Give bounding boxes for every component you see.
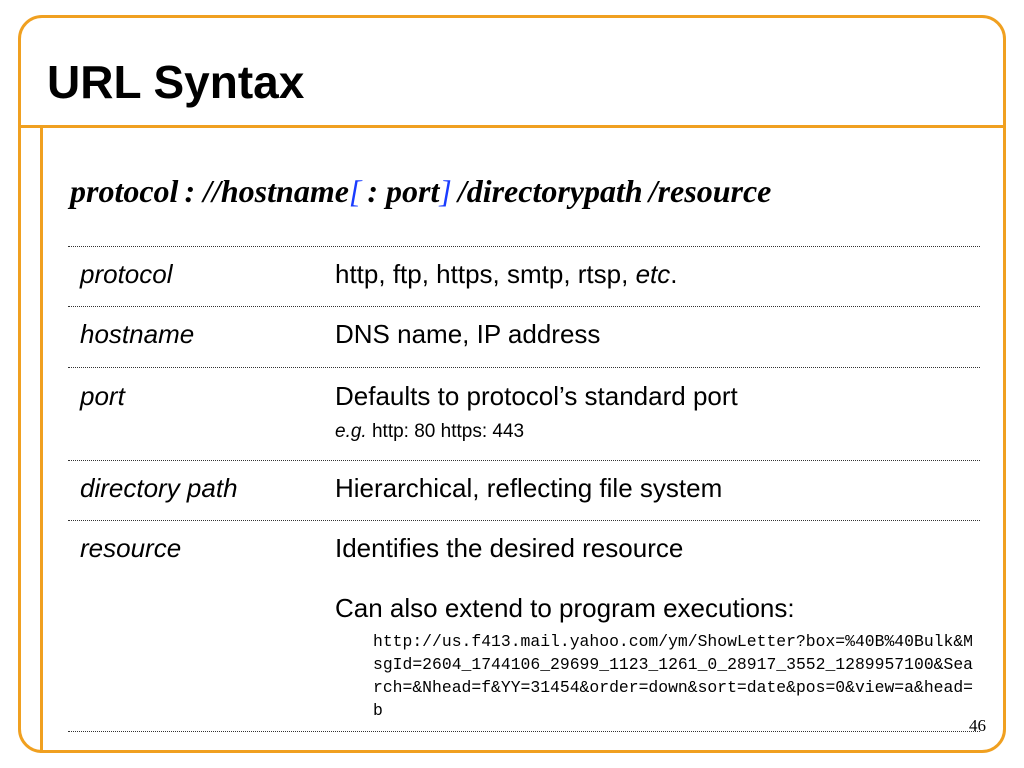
desc-resource-extension: Can also extend to program executions: bbox=[335, 593, 795, 623]
term-protocol: protocol bbox=[80, 259, 173, 289]
term-resource: resource bbox=[80, 533, 182, 563]
syntax-separator: : // bbox=[184, 173, 221, 209]
row-divider bbox=[68, 460, 980, 461]
url-syntax-line: protocol: //hostname[: port]/directorypa… bbox=[70, 170, 771, 212]
syntax-close-bracket: ] bbox=[439, 173, 452, 209]
term-directory-path: directory path bbox=[80, 473, 238, 503]
side-divider bbox=[40, 125, 43, 753]
syntax-directorypath: /directorypath bbox=[457, 173, 643, 209]
row-divider bbox=[68, 367, 980, 368]
title-divider bbox=[18, 125, 1006, 128]
syntax-hostname: hostname bbox=[220, 173, 349, 209]
syntax-open-bracket: [ bbox=[348, 173, 362, 209]
desc-protocol: http, ftp, https, smtp, rtsp, etc. bbox=[335, 258, 677, 290]
row-divider bbox=[68, 246, 980, 247]
syntax-resource: /resource bbox=[648, 173, 772, 209]
slide-frame bbox=[18, 15, 1006, 753]
row-divider bbox=[68, 731, 980, 732]
desc-protocol-etc: etc bbox=[635, 259, 671, 289]
term-port: port bbox=[80, 381, 125, 411]
desc-resource: Identifies the desired resource bbox=[335, 533, 684, 563]
syntax-port: : port bbox=[367, 173, 440, 209]
slide-title: URL Syntax bbox=[47, 56, 305, 108]
desc-protocol-text: http, ftp, https, smtp, rtsp, bbox=[335, 259, 636, 289]
row-divider bbox=[68, 306, 980, 307]
desc-port: Defaults to protocol’s standard port bbox=[335, 381, 738, 411]
row-divider bbox=[68, 520, 980, 521]
desc-protocol-period: . bbox=[670, 259, 678, 289]
desc-hostname: DNS name, IP address bbox=[335, 319, 601, 349]
port-example-text: http: 80 https: 443 bbox=[366, 421, 525, 442]
page-number: 46 bbox=[969, 716, 986, 735]
desc-directory-path: Hierarchical, reflecting file system bbox=[335, 473, 723, 503]
port-example: e.g. http: 80 https: 443 bbox=[335, 420, 524, 444]
example-url: http://us.f413.mail.yahoo.com/ym/ShowLet… bbox=[373, 632, 973, 720]
term-hostname: hostname bbox=[80, 319, 195, 349]
port-example-eg: e.g. bbox=[335, 421, 367, 442]
syntax-protocol: protocol bbox=[70, 173, 179, 209]
